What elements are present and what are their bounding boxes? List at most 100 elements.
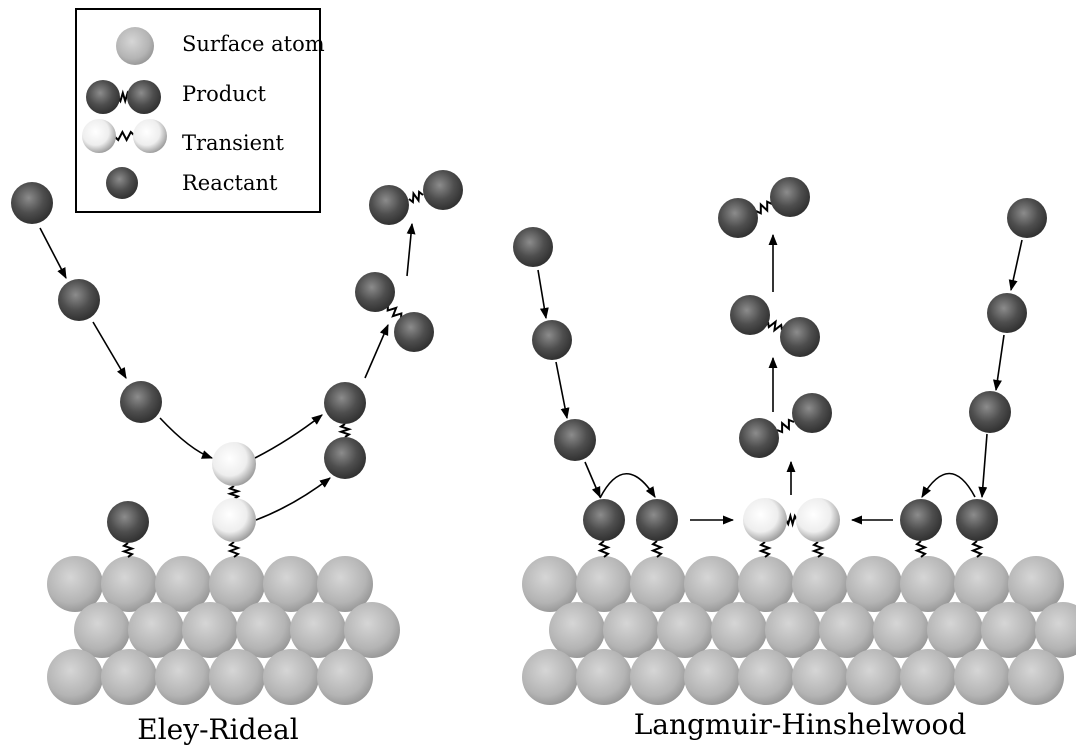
er-transient-atom <box>212 442 256 486</box>
langmuir-hinshelwood-surface-atom <box>792 649 848 705</box>
er-surface-bond <box>120 542 136 558</box>
eley-rideal-surface-atom <box>209 649 265 705</box>
eley-rideal-surface-atom <box>155 556 211 612</box>
er-product-atom <box>324 382 366 424</box>
er-product-arrow <box>255 477 331 521</box>
eley-rideal-surface-atom <box>101 556 157 612</box>
langmuir-hinshelwood-surface-atom <box>792 556 848 612</box>
er-desorbed-product-atom <box>369 185 409 225</box>
lh-product-atom <box>792 393 832 433</box>
er-product-bond <box>337 423 353 438</box>
legend-label-surface-atom: Surface atom <box>182 32 325 56</box>
legend-transient-icon <box>82 119 116 153</box>
lh-product-bond <box>767 319 783 333</box>
lh-surface-bond <box>811 541 825 558</box>
lh-adsorbed-reactant <box>956 499 998 541</box>
lh-surface-bond <box>597 540 611 558</box>
langmuir-hinshelwood-surface-atom <box>1008 649 1064 705</box>
er-approach-arrow <box>159 417 214 459</box>
langmuir-hinshelwood-surface-atom <box>846 649 902 705</box>
eley-rideal-surface-atom <box>155 649 211 705</box>
er-transient-bond <box>226 485 242 500</box>
langmuir-hinshelwood-surface-atom <box>576 556 632 612</box>
legend-transient-bond <box>113 129 136 143</box>
lh-product-atom <box>730 295 770 335</box>
langmuir-hinshelwood-surface-atom <box>1035 602 1076 658</box>
er-desorption-arrow <box>406 222 416 277</box>
legend-product-icon <box>127 80 161 114</box>
legend-product-icon <box>86 80 120 114</box>
langmuir-hinshelwood-surface-atom <box>684 649 740 705</box>
langmuir-hinshelwood-surface-atom <box>522 649 578 705</box>
er-adsorbed-spectator <box>107 501 149 543</box>
lh-incoming-reactant <box>532 320 572 360</box>
lh-surface-bond <box>758 541 772 558</box>
eley-rideal-caption: Eley-Rideal <box>137 713 299 746</box>
eley-rideal-surface-atom <box>209 556 265 612</box>
lh-approach-arrow <box>1008 239 1023 292</box>
lh-approach-arrow <box>584 461 601 499</box>
lh-adsorbed-reactant <box>583 499 625 541</box>
er-product-bond <box>386 304 403 320</box>
lh-incoming-reactant <box>513 227 553 267</box>
eley-rideal-surface-atom <box>101 649 157 705</box>
langmuir-hinshelwood-surface-atom <box>576 649 632 705</box>
legend-surface-atom-icon <box>116 27 154 65</box>
lh-adsorbed-reactant <box>900 499 942 541</box>
langmuir-hinshelwood-surface-atom <box>630 649 686 705</box>
er-incoming-reactant <box>11 182 53 224</box>
lh-surface-bond <box>650 540 664 558</box>
langmuir-hinshelwood-surface-atom <box>900 556 956 612</box>
langmuir-hinshelwood-caption: Langmuir-Hinshelwood <box>633 708 967 741</box>
eley-rideal-surface-atom <box>47 556 103 612</box>
langmuir-hinshelwood-surface-atom <box>738 556 794 612</box>
eley-rideal-surface-atom <box>47 649 103 705</box>
eley-rideal-surface-atom <box>263 556 319 612</box>
eley-rideal-surface-atom <box>317 556 373 612</box>
lh-product-atom <box>780 317 820 357</box>
er-incoming-reactant <box>120 381 162 423</box>
lh-product-bond <box>755 200 773 215</box>
eley-rideal-surface-atom <box>128 602 184 658</box>
langmuir-hinshelwood-surface-atom <box>873 602 929 658</box>
er-product-atom <box>355 272 395 312</box>
legend-box: Surface atom Product Transient Reactant <box>75 8 325 213</box>
langmuir-hinshelwood-surface-atom <box>900 649 956 705</box>
langmuir-hinshelwood-surface-atom <box>603 602 659 658</box>
eley-rideal-surface-atom <box>74 602 130 658</box>
langmuir-hinshelwood-surface-atom <box>981 602 1037 658</box>
er-product-atom <box>394 312 434 352</box>
langmuir-hinshelwood-surface-atom <box>657 602 713 658</box>
eley-rideal-surface-atom <box>290 602 346 658</box>
eley-rideal-surface-atom <box>317 649 373 705</box>
er-approach-arrow <box>92 321 127 379</box>
lh-incoming-reactant <box>969 391 1011 433</box>
er-product-bond <box>408 190 424 204</box>
langmuir-hinshelwood-surface-atom <box>954 556 1010 612</box>
lh-diffusion-arrow <box>921 472 976 498</box>
legend-label-reactant: Reactant <box>182 171 278 195</box>
langmuir-hinshelwood-surface-atom <box>927 602 983 658</box>
lh-desorbed-product-atom <box>770 177 810 217</box>
lh-incoming-reactant <box>987 293 1027 333</box>
eley-rideal-surface-atom <box>263 649 319 705</box>
legend-label-transient: Transient <box>182 131 284 155</box>
legend-label-product: Product <box>182 82 266 106</box>
lh-incoming-reactant <box>1007 198 1047 238</box>
lh-product-bond <box>776 418 795 434</box>
er-product-atom <box>324 437 366 479</box>
legend-reactant-icon <box>106 167 138 199</box>
lh-approach-arrow <box>555 361 570 420</box>
eley-rideal-surface-atom <box>236 602 292 658</box>
er-transient-atom <box>212 498 256 542</box>
eley-rideal-surface-atom <box>182 602 238 658</box>
langmuir-hinshelwood-surface-atom <box>819 602 875 658</box>
langmuir-hinshelwood-surface-atom <box>630 556 686 612</box>
lh-desorbed-product-atom <box>718 198 758 238</box>
er-approach-arrow <box>39 227 67 279</box>
langmuir-hinshelwood-surface-atom <box>954 649 1010 705</box>
er-desorption-arrow <box>364 323 389 379</box>
lh-incoming-reactant <box>554 419 596 461</box>
langmuir-hinshelwood-surface-atom <box>846 556 902 612</box>
